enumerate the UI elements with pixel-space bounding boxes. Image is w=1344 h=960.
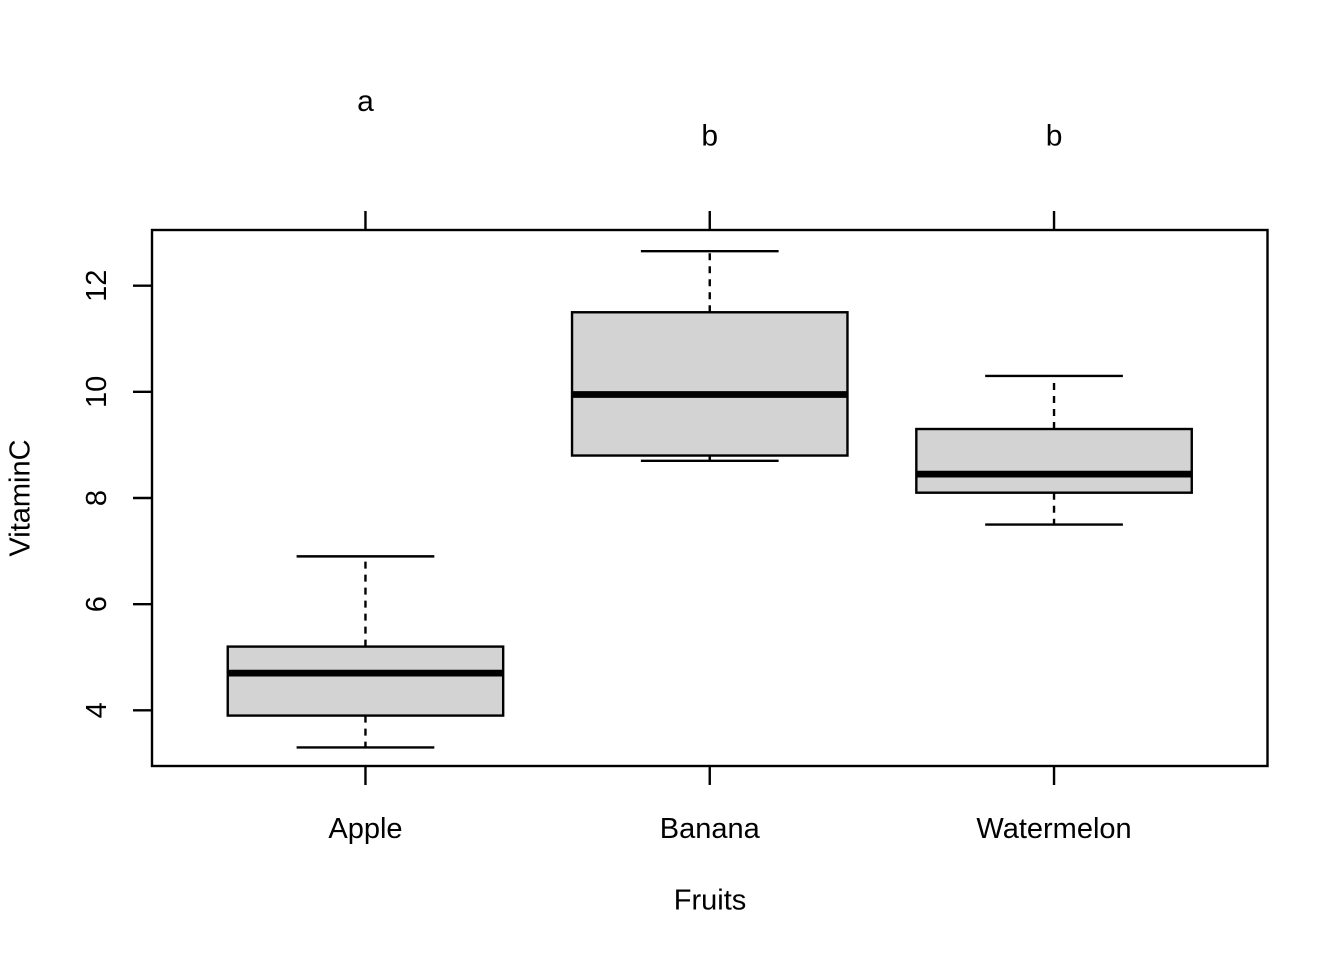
y-axis-title: VitaminC <box>4 439 37 557</box>
x-category-label: Watermelon <box>976 813 1131 845</box>
significance-letter: b <box>1046 119 1063 152</box>
iqr-box <box>226 645 505 717</box>
y-tick-label: 10 <box>81 376 113 408</box>
y-tick-label: 8 <box>81 490 113 506</box>
y-tick-label: 12 <box>81 270 113 302</box>
significance-letter: a <box>357 85 374 118</box>
iqr-box <box>915 427 1193 494</box>
y-tick-label: 6 <box>81 596 113 612</box>
iqr-box <box>570 311 849 457</box>
x-category-label: Banana <box>660 813 761 845</box>
y-tick-label: 4 <box>81 702 113 718</box>
x-axis-title: Fruits <box>673 884 747 917</box>
x-category-label: Apple <box>328 813 402 845</box>
significance-letter: b <box>701 119 718 152</box>
